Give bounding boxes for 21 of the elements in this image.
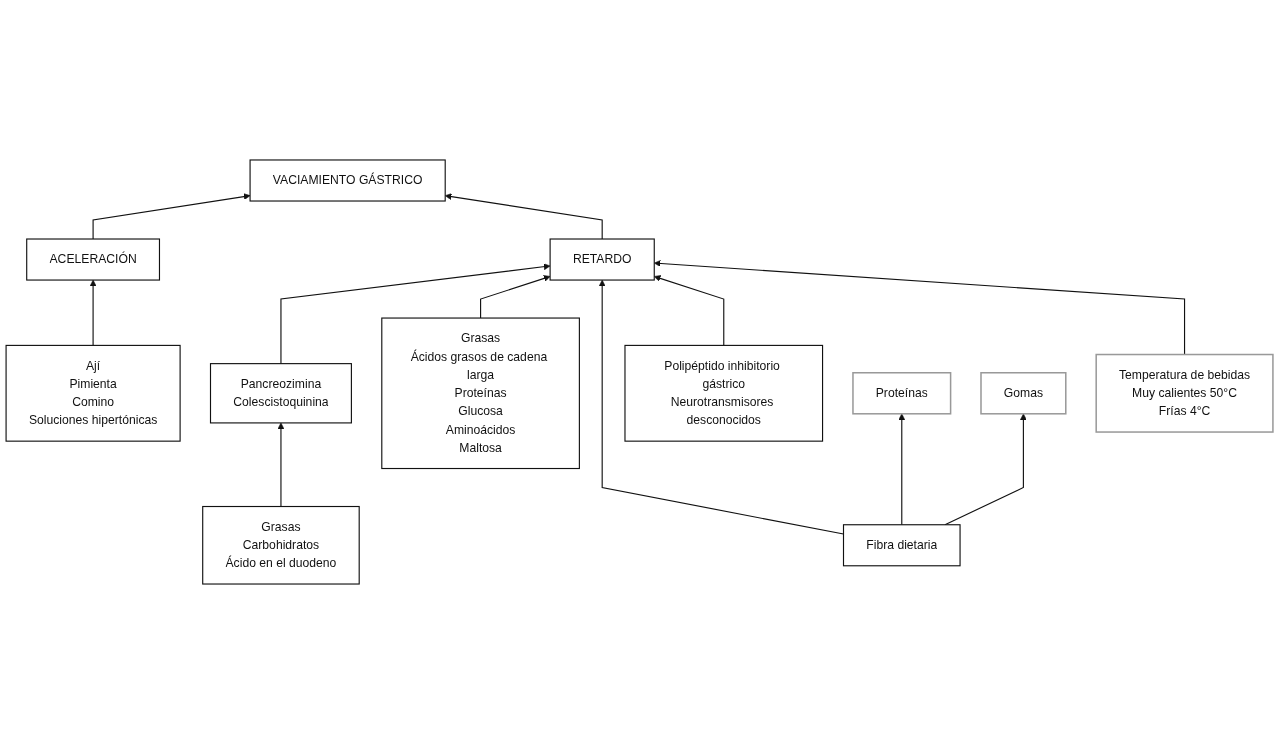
node-box: RETARDO: [549, 238, 655, 281]
arrow: [92, 193, 251, 240]
node-box: Polipéptido inhibitorio gástrico Neurotransmisores desconocidos: [624, 344, 824, 442]
node-box: Pancreozimina Colescistoquinina: [209, 363, 352, 424]
arrow: [898, 413, 906, 526]
node-box: Temperatura de bebidas Muy calientes 50°C Frías 4°C: [1095, 353, 1274, 433]
node-box: Fibra dietaria: [842, 524, 961, 567]
arrow: [653, 260, 1186, 356]
arrow: [480, 275, 551, 319]
arrow: [89, 279, 97, 346]
arrow: [280, 263, 551, 365]
node-box: ACELERACIÓN: [26, 238, 161, 281]
node-box: Grasas Carbohidratos Ácido en el duodeno: [202, 505, 360, 585]
node-box: Ají Pimienta Comino Soluciones hipertónicas: [5, 344, 181, 442]
arrow: [277, 422, 285, 508]
arrow: [944, 413, 1027, 526]
node-box: VACIAMIENTO GÁSTRICO: [249, 159, 446, 202]
node-box: Proteínas: [852, 372, 952, 415]
node-box: Gomas: [980, 372, 1067, 415]
node-box: Grasas Ácidos grasos de cadena larga Proteínas Glucosa Aminoácidos Maltosa: [381, 317, 580, 470]
arrow: [653, 275, 725, 346]
